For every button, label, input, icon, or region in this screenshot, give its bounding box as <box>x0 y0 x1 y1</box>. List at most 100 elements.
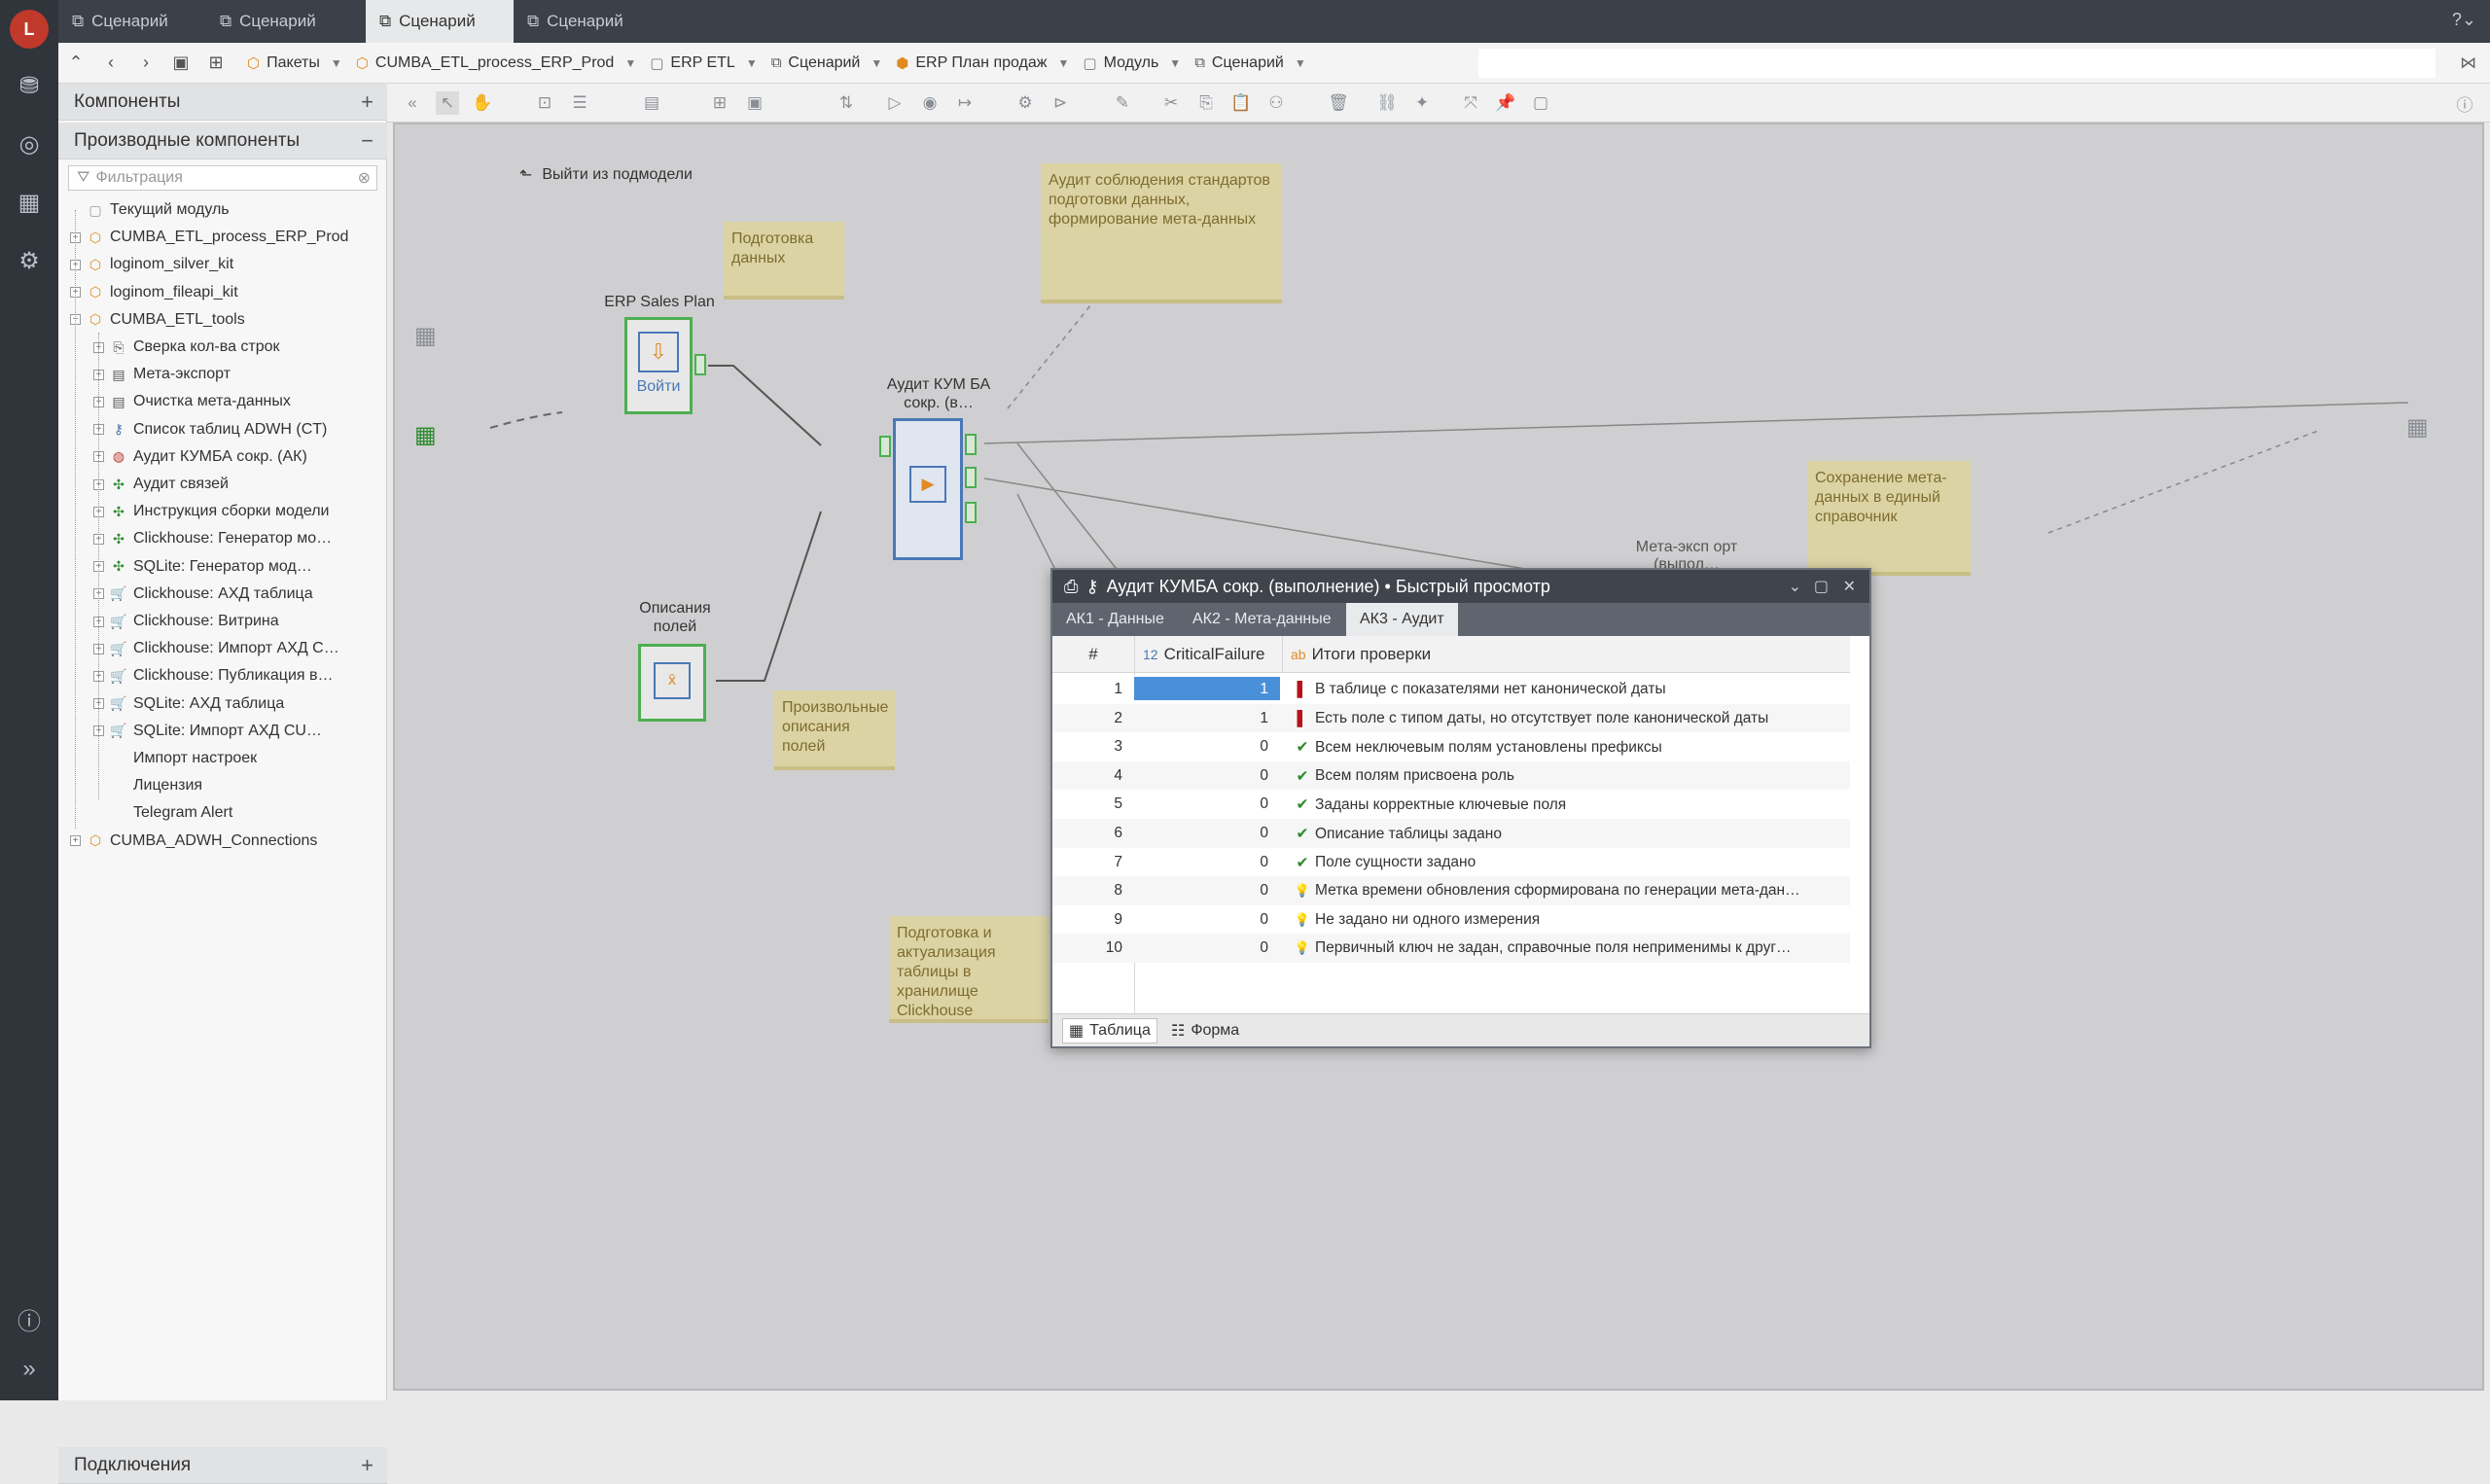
hierarchy-icon[interactable]: ⊞ <box>208 53 224 72</box>
tree-item[interactable]: +▤Очистка мета-данных <box>93 388 291 415</box>
tab-scenario-2[interactable]: ⧉Сценарий <box>220 12 316 30</box>
output-port-3[interactable] <box>965 502 977 523</box>
tree-item[interactable]: +🛒Clickhouse: Импорт АХД С… <box>93 635 339 662</box>
edit-icon[interactable]: ✎ <box>1115 93 1130 112</box>
filter-input[interactable]: ⛛Фильтрация⊗ <box>68 165 377 191</box>
tree-item[interactable]: +⎘Сверка кол-ва строк <box>93 334 280 361</box>
grid-icon-grey[interactable]: ▦ <box>414 323 437 349</box>
critical-failure-cell[interactable]: 0 <box>1260 738 1268 756</box>
critical-failure-cell[interactable]: 0 <box>1260 939 1268 957</box>
critical-failure-cell[interactable]: 0 <box>1260 795 1268 813</box>
result-cell[interactable]: ✔Всем неключевым полям установлены префи… <box>1296 738 1662 757</box>
hand-tool-icon[interactable]: ✋ <box>472 93 493 112</box>
col-header-number[interactable]: # <box>1052 636 1134 673</box>
save-icon[interactable]: ▣ <box>172 53 190 72</box>
note-data-prep[interactable]: Подготовка данных <box>724 222 844 300</box>
cut-icon[interactable]: ✂ <box>1163 93 1179 112</box>
tree-item[interactable]: +◍Аудит КУМБА сокр. (АК) <box>93 443 307 471</box>
run-icon[interactable]: ▷ <box>888 93 902 112</box>
result-cell[interactable]: ✔Заданы корректные ключевые поля <box>1296 795 1567 814</box>
result-cell[interactable]: 💡Не задано ни одного измерения <box>1296 911 1540 929</box>
people-icon[interactable]: ⚇ <box>1268 93 1284 112</box>
path-input[interactable] <box>1478 49 2436 78</box>
result-cell[interactable]: ✔Описание таблицы задано <box>1296 825 1502 843</box>
tree-item[interactable]: +⬡CUMBA_ADWH_Connections <box>70 828 317 855</box>
app-logo[interactable]: L <box>10 10 49 49</box>
tree-item[interactable]: +⬡CUMBA_ETL_process_ERP_Prod <box>70 224 348 251</box>
result-cell[interactable]: 💡Первичный ключ не задан, справочные пол… <box>1296 939 1792 957</box>
user-settings-icon[interactable]: ⚙ <box>18 247 40 274</box>
help-icon[interactable]: ?⌄ <box>2451 10 2476 29</box>
align-icon[interactable]: ▤ <box>643 93 660 112</box>
grid-icon-right[interactable]: ▦ <box>2406 414 2429 441</box>
result-cell[interactable]: ▌В таблице с показателями нет каноническ… <box>1296 681 1666 698</box>
node-erp-sales-plan[interactable]: ⇩ Войти <box>624 317 693 414</box>
copy-icon[interactable]: ⎘ <box>1199 93 1213 112</box>
compass-icon[interactable]: ◎ <box>18 130 40 158</box>
crumb-packages[interactable]: ⬡Пакеты▼ <box>247 53 342 72</box>
window-icon[interactable]: ▢ <box>1532 93 1549 112</box>
note-field-desc[interactable]: Произвольные описания полей <box>774 690 895 770</box>
connect-icon[interactable]: ⤧ <box>1464 93 1477 112</box>
fit-icon[interactable]: ⊡ <box>537 93 552 112</box>
crumb-scenario-2[interactable]: ⧉Сценарий▼ <box>1194 53 1306 72</box>
output-port-2[interactable] <box>965 467 977 488</box>
link-icon[interactable]: ⛓ <box>1376 93 1398 112</box>
tab-ak2-meta[interactable]: АК2 - Мета-данные <box>1192 611 1332 627</box>
list-icon[interactable]: ☰ <box>572 93 587 112</box>
crumb-package[interactable]: ⬡CUMBA_ETL_process_ERP_Prod▼ <box>355 53 637 72</box>
record-icon[interactable]: ◉ <box>922 93 938 112</box>
up-icon[interactable]: ⌃ <box>68 53 84 72</box>
note-audit[interactable]: Аудит соблюдения стандартов подготовки д… <box>1041 163 1282 303</box>
critical-failure-cell[interactable]: 0 <box>1260 882 1268 900</box>
tab-scenario-4[interactable]: ⧉Сценарий <box>527 12 623 30</box>
close-icon[interactable]: ✕ <box>1842 579 1856 595</box>
grid-icon[interactable]: ▦ <box>414 422 437 448</box>
tree-item[interactable]: +✣Аудит связей <box>93 471 229 498</box>
clear-icon[interactable]: ⊗ <box>357 170 371 187</box>
tree-item[interactable]: +✣Clickhouse: Генератор мо… <box>93 525 332 552</box>
select-tool-icon[interactable]: ↖ <box>436 91 459 115</box>
tree-item[interactable]: +🛒SQLite: Импорт АХД CU… <box>93 718 322 745</box>
group-icon[interactable]: ⊞ <box>712 93 728 112</box>
maximize-icon[interactable]: ▢ <box>1813 579 1829 595</box>
tree-item[interactable]: +🛒Clickhouse: Публикация в… <box>93 662 334 689</box>
tree-item[interactable]: +🛒Clickhouse: АХД таблица <box>93 581 313 608</box>
paste-icon[interactable]: 📋 <box>1230 93 1252 112</box>
tree-item[interactable]: +✣Инструкция сборки модели <box>93 498 329 525</box>
derived-components-header[interactable]: Производные компоненты− <box>58 123 387 159</box>
tree-item[interactable]: +Лицензия <box>93 772 202 799</box>
crumb-module[interactable]: ▢ERP ETL▼ <box>650 53 758 72</box>
tree-item[interactable]: +⬡loginom_fileapi_kit <box>70 279 238 306</box>
connections-header[interactable]: Подключения+ <box>58 1447 387 1484</box>
pin-icon[interactable]: 📌 <box>1495 93 1516 112</box>
crumb-module-2[interactable]: ▢Модуль▼ <box>1083 53 1182 72</box>
view-table-button[interactable]: ▦Таблица <box>1062 1018 1157 1043</box>
plus-icon[interactable]: + <box>361 1452 374 1477</box>
note-clickhouse[interactable]: Подготовка и актуализация таблицы в хран… <box>889 916 1049 1023</box>
tree-item[interactable]: +Импорт настроек <box>93 745 257 772</box>
run-config-icon[interactable]: ⊳ <box>1052 93 1068 112</box>
tree-item[interactable]: +⚷Список таблиц ADWH (CT) <box>93 416 327 443</box>
output-port-1[interactable] <box>965 434 977 455</box>
sort-icon[interactable]: ⇅ <box>838 93 854 112</box>
result-cell[interactable]: ▌Есть поле с типом даты, но отсутствует … <box>1296 710 1769 727</box>
tree-item[interactable]: +▤Мета-экспорт <box>93 361 231 388</box>
share-icon[interactable]: ⋈ <box>2460 53 2476 72</box>
wand-icon[interactable]: ✦ <box>1414 93 1430 112</box>
tab-ak1-data[interactable]: АК1 - Данные <box>1066 611 1164 627</box>
tab-scenario-3[interactable]: ⧉Сценарий <box>366 0 514 43</box>
table-icon[interactable]: ▦ <box>18 189 41 216</box>
critical-failure-cell[interactable]: 0 <box>1260 910 1268 928</box>
tree-item[interactable]: +🛒SQLite: АХД таблица <box>93 690 284 718</box>
critical-failure-cell[interactable]: 1 <box>1260 709 1268 726</box>
critical-failure-cell[interactable]: 0 <box>1260 825 1268 841</box>
enter-button[interactable]: Войти <box>636 378 681 395</box>
view-form-button[interactable]: ☷Форма <box>1171 1022 1240 1040</box>
